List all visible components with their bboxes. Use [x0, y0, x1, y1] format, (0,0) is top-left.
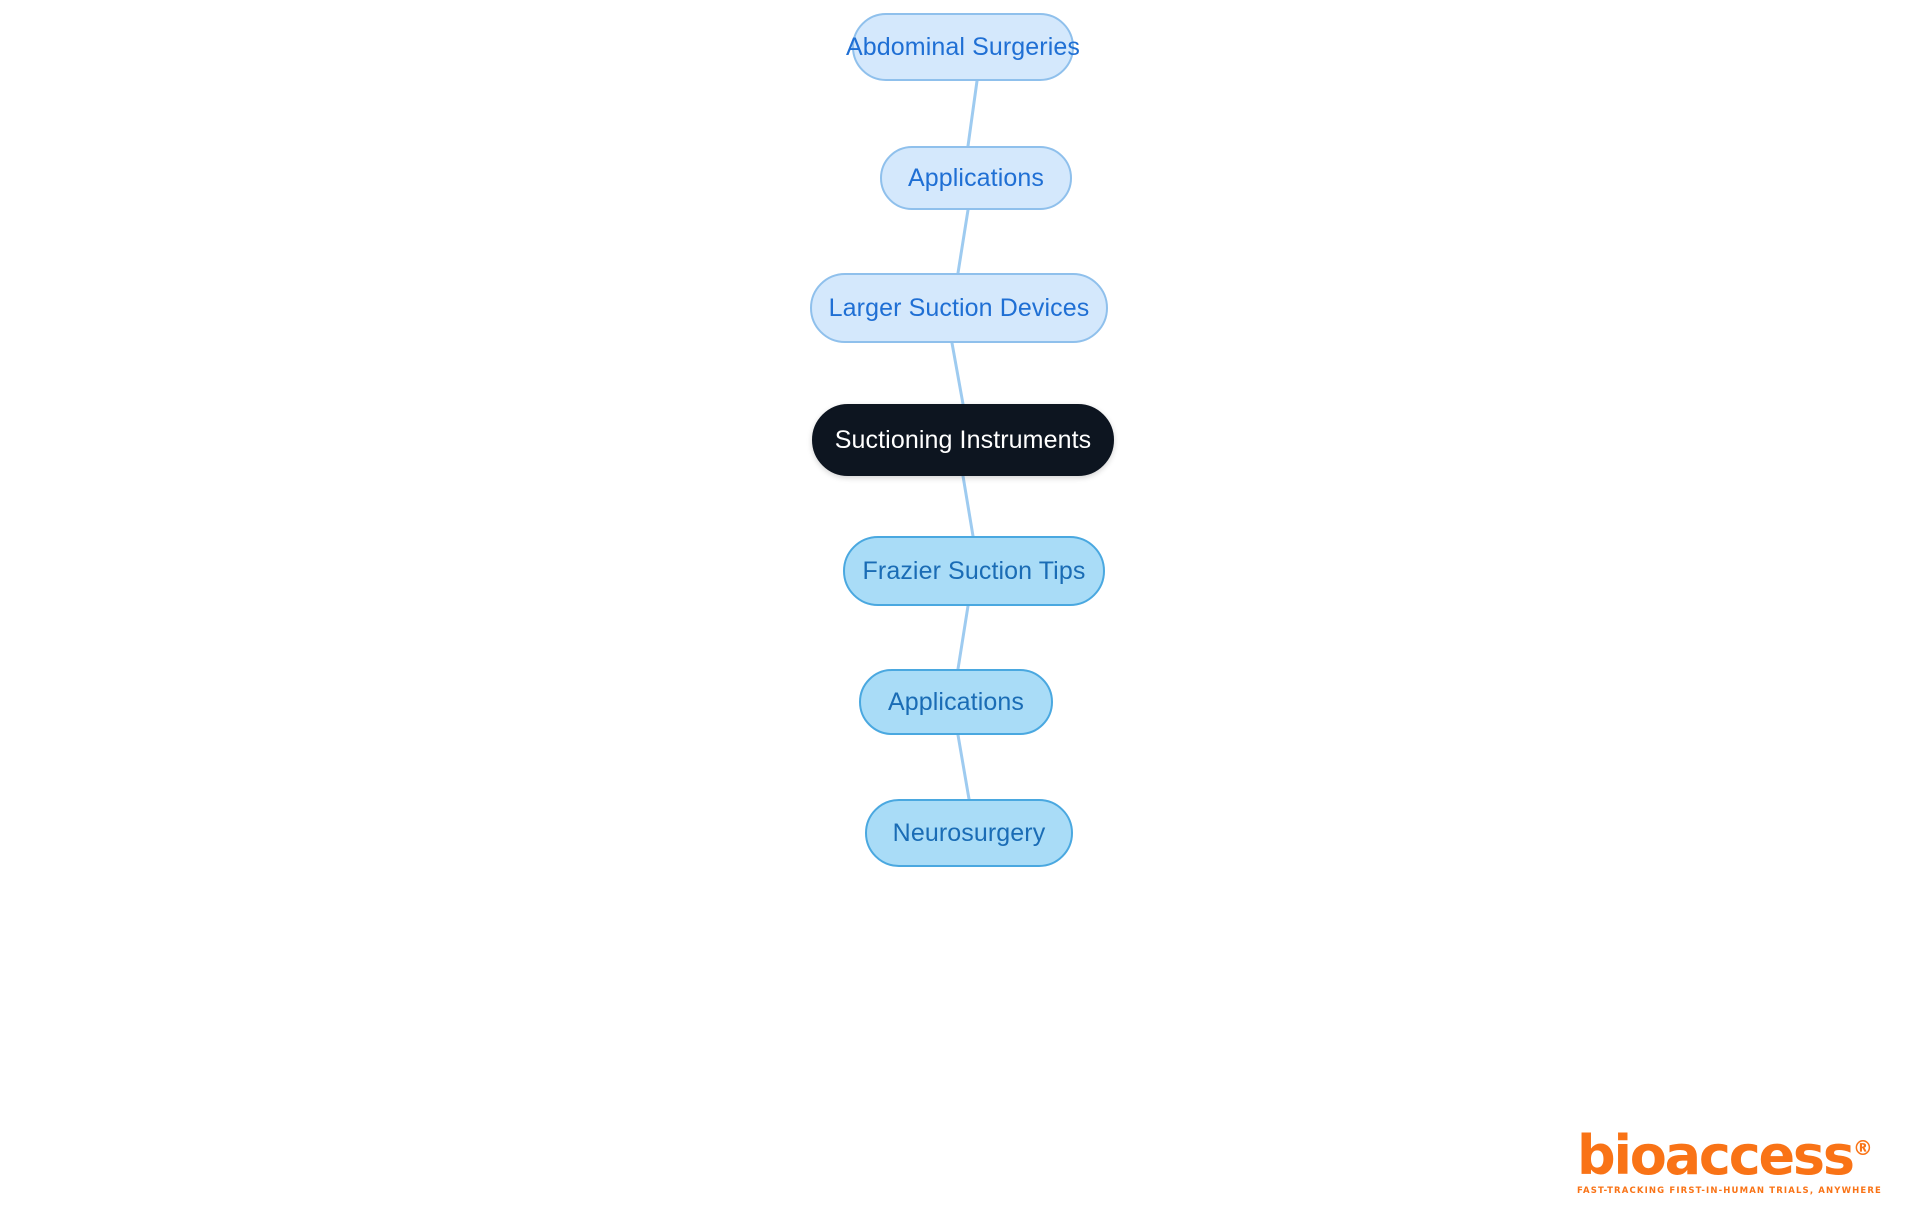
mindmap-node-neurosurgery[interactable]: Neurosurgery: [865, 799, 1073, 867]
node-label: Abdominal Surgeries: [846, 32, 1080, 61]
mindmap-node-applications-lower[interactable]: Applications: [859, 669, 1053, 735]
connector-suctioning-instruments-to-frazier-suction-tips: [961, 474, 975, 538]
bioaccess-logo: bioaccess® FAST-TRACKING FIRST-IN-HUMAN …: [1576, 1128, 1882, 1196]
mindmap-node-larger-suction-devices[interactable]: Larger Suction Devices: [810, 273, 1108, 343]
node-label: Neurosurgery: [892, 818, 1046, 847]
node-label: Suctioning Instruments: [834, 425, 1092, 454]
node-label: Larger Suction Devices: [828, 293, 1090, 322]
connector-larger-suction-devices-to-suctioning-instruments: [950, 341, 965, 406]
mindmap-node-suctioning-instruments[interactable]: Suctioning Instruments: [812, 404, 1114, 476]
node-label: Frazier Suction Tips: [862, 556, 1086, 585]
mindmap-node-applications-upper[interactable]: Applications: [880, 146, 1072, 210]
connector-abdominal-surgeries-to-applications-upper: [966, 79, 979, 148]
brand-wordmark-text: bioaccess: [1576, 1123, 1855, 1187]
node-label: Applications: [887, 687, 1024, 716]
mindmap-node-abdominal-surgeries[interactable]: Abdominal Surgeries: [846, 13, 1080, 81]
registered-trademark-icon: ®: [1852, 1135, 1873, 1160]
node-label: Applications: [907, 163, 1044, 192]
connector-frazier-suction-tips-to-applications-lower: [956, 604, 970, 671]
mindmap-node-frazier-suction-tips[interactable]: Frazier Suction Tips: [843, 536, 1105, 606]
brand-wordmark: bioaccess®: [1577, 1128, 1873, 1183]
connector-applications-lower-to-neurosurgery: [956, 733, 971, 801]
connector-applications-upper-to-larger-suction-devices: [956, 208, 970, 275]
brand-tagline: FAST-TRACKING FIRST-IN-HUMAN TRIALS, ANY…: [1576, 1185, 1882, 1196]
